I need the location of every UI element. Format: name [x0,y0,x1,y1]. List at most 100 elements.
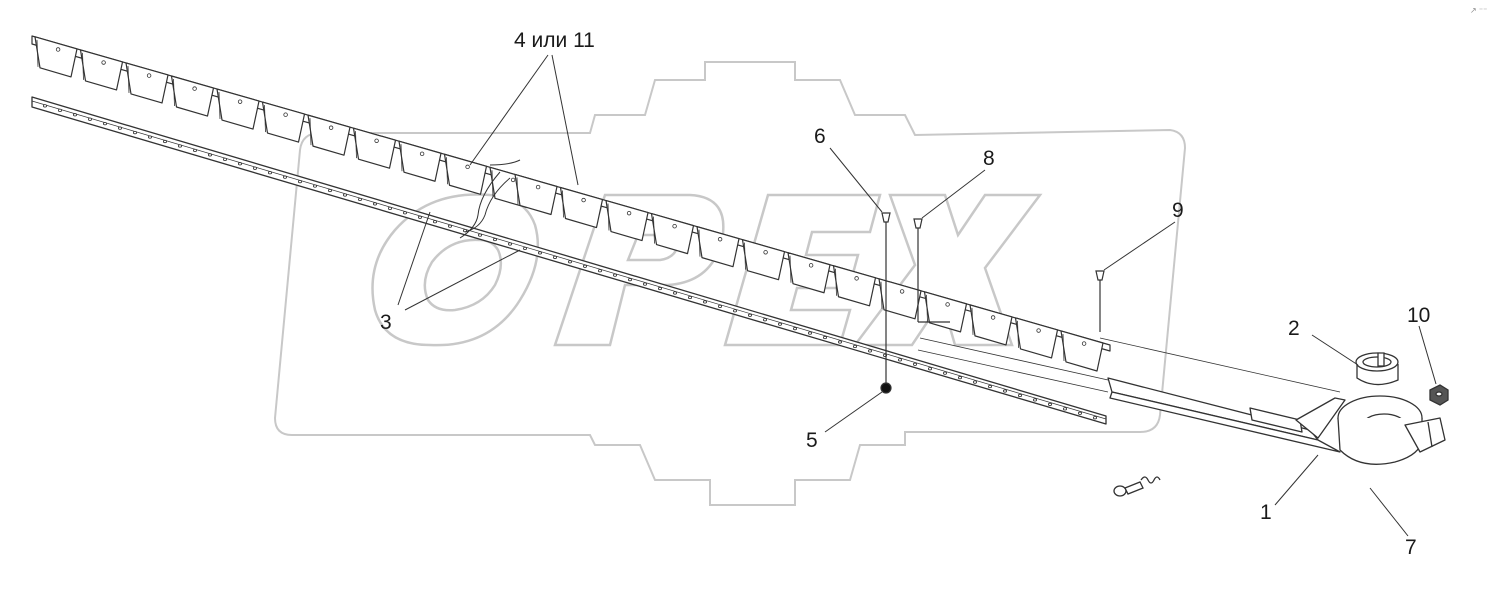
cutter-bar-hole [492,237,497,242]
knife-section [605,199,649,242]
knife-section [79,49,124,91]
knife-section [923,291,968,333]
cutter-bar-hole [297,180,302,184]
knife-section-edge [926,294,928,322]
cutter-bar-hole [103,122,108,126]
knife-section-edge [173,78,175,107]
knife-section-rivet [672,223,677,229]
cutter-bar-hole [958,376,963,380]
cutter-bar-hole [748,313,753,317]
knife-head-arm [1295,397,1346,439]
cutter-bar-hole [763,318,768,322]
leader-4-a [469,54,549,166]
knife-section-edge [1017,320,1019,348]
cutter-bar-hole [853,344,858,349]
cutter-bar-hole [477,233,482,237]
leader-6 [829,147,883,213]
cutter-bar-hole [568,260,573,264]
cutter-bar-hole [162,139,167,144]
cutter-bar-hole [808,331,813,335]
bolt-6 [881,212,891,223]
cutter-bar-hole [523,246,528,251]
bushing-slot [1377,352,1385,367]
cutter-bar-hole [252,166,257,170]
cutter-bar-hole [928,367,933,371]
knife-section-edge [562,190,564,218]
knife-section-edge [653,216,655,244]
callout-10: 10 [1407,304,1431,327]
knife-head-bar [1107,377,1319,441]
nut [1429,384,1449,406]
cutter-bar-hole [613,273,618,277]
cutter-bar-hole [598,269,603,273]
guide-line-3 [917,349,1109,393]
cutter-bar-hole [43,104,48,108]
cutter-bar-hole [553,255,558,259]
cutter-bar-hole [643,282,648,286]
cutter-bar-hole [793,327,798,331]
cutter-bar-hole [1003,389,1008,393]
knife-section [34,36,78,78]
callout-4-or-11: 4 или 11 [514,29,595,52]
cutter-bar-hole [913,362,918,366]
fasteners [880,212,1341,394]
knife-section [559,186,604,229]
knife-head-bar-lower [1109,391,1341,453]
cutter-bar-hole [507,242,512,246]
cutter-bar-hole [1018,393,1023,398]
knife-sections [31,35,1111,372]
bolt [1113,476,1161,497]
knife-section-rivet [1081,341,1087,346]
knife-head-clamp-line [1427,421,1433,448]
knife-section [741,239,786,281]
break-mark-top [464,159,521,233]
cutter-bar-hole [838,340,843,344]
knife-section-edge [971,307,974,335]
cutter-bar-hole [88,117,93,121]
bolt-9 [1095,270,1105,281]
knife-section-rivet [899,289,905,294]
knife-head-clamp [1404,417,1446,453]
bushing-bore [1362,356,1392,368]
watermark-letter-o-inner [423,238,503,312]
rivet-5 [880,382,892,394]
knife-section-rivet [237,99,243,104]
knife-section-edge [127,65,130,93]
knife-section [787,252,831,294]
leader-1 [1274,454,1319,506]
corner-mark: ↗ ⁻⁻ [1470,6,1488,15]
knife-section-rivet [283,112,288,117]
leader-10 [1418,325,1437,385]
knife-section [443,153,488,195]
watermark-letter-o-outer [371,193,540,347]
knife-section [307,114,351,156]
cutter-bar-hole [312,184,317,188]
knife-section-rivet [419,151,425,157]
knife-section-edge [698,229,701,257]
knife-section-edge [446,157,448,185]
cutter-bar-hole [1063,407,1068,411]
leader-9 [1103,221,1176,271]
knife-section-rivet [1036,328,1041,333]
callout-6: 6 [814,125,826,148]
cutter-bar-hole [282,175,287,179]
knife-section-rivet [328,125,334,130]
cutter-bar-hole [673,291,678,295]
cutter-bar-hole [417,215,422,219]
callout-7: 7 [1405,536,1417,559]
break-mark-bottom [459,171,501,239]
leader-2 [1311,334,1359,366]
knife-section [1060,330,1104,372]
cutter-bar-hole [222,157,227,161]
knife-section-edge [309,118,312,146]
guide-line-1 [919,337,1109,381]
cutter-bar-hole [342,193,347,197]
leader-lines [397,54,1437,537]
callout-9: 9 [1172,199,1184,222]
cutter-bar-hole [118,126,123,130]
nut-hole [1435,391,1443,397]
cutter-bar-hole [943,371,948,375]
cutter-bar-hole [823,335,828,340]
cutter-bar-hole [703,300,708,304]
cutter-bar-hole [357,197,362,202]
